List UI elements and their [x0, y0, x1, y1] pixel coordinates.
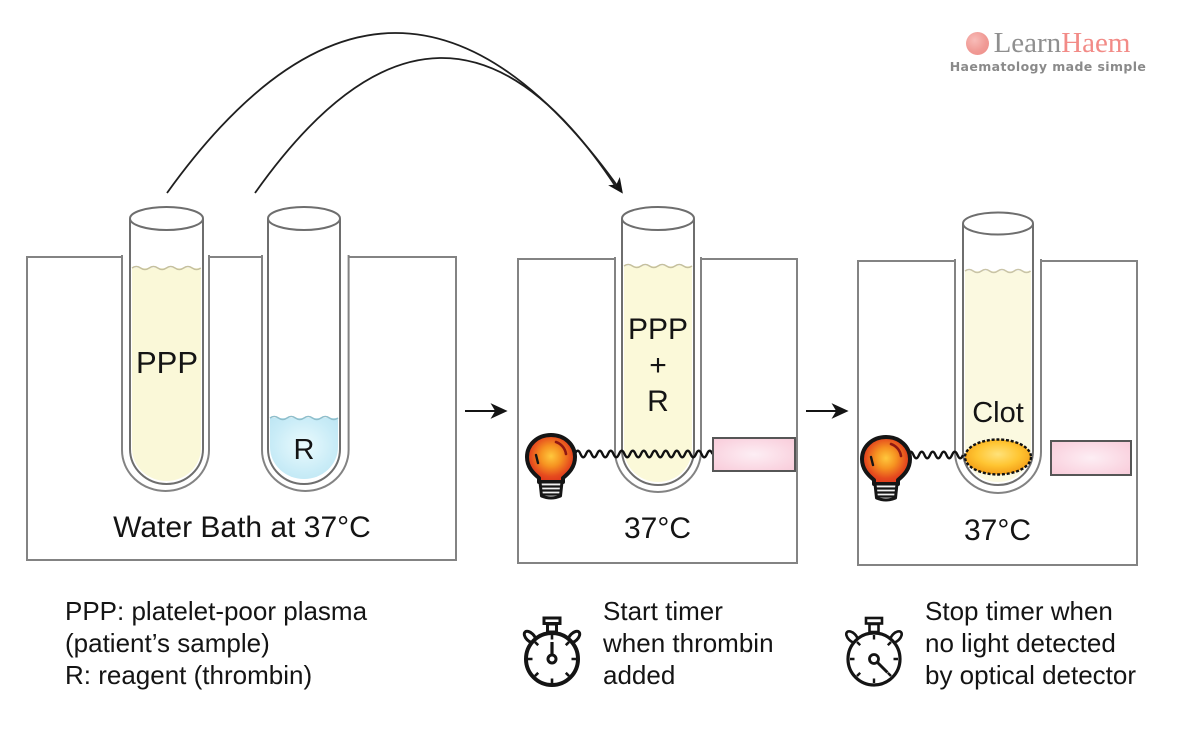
test-tube-mix: [621, 206, 695, 486]
light-beam-squiggle: [906, 450, 965, 460]
mix-tube-label-line: PPP: [627, 313, 689, 346]
test-tube-reagent: [267, 206, 341, 485]
legend-note: PPP: platelet-poor plasma (patient’s sam…: [65, 595, 367, 691]
start-timer-line: Start timer: [603, 596, 723, 626]
light-beam-squiggle: [573, 449, 714, 459]
logo-dot-icon: [965, 31, 989, 55]
reagent-tube-label: R: [293, 434, 315, 466]
mix-tube-label: PPP + R: [598, 312, 718, 420]
test-tube-ppp: [129, 206, 204, 485]
start-timer-line: added: [603, 660, 676, 690]
stop-timer-line: no light detected: [925, 628, 1116, 658]
stopwatch-icon-start: [522, 616, 582, 687]
reagent-liquid: [270, 418, 338, 479]
logo-learn-text: Learn: [993, 27, 1062, 59]
start-timer-note: Start timer when thrombin added: [603, 595, 774, 691]
ppp-tube-label: PPP: [135, 345, 199, 380]
logo-brand: LearnHaem: [994, 28, 1131, 58]
optical-detector: [1050, 440, 1132, 476]
logo-tagline: Haematology made simple: [949, 59, 1147, 74]
test-tube-clot: [962, 211, 1034, 486]
learnhaem-logo: LearnHaem Haematology made simple: [948, 28, 1148, 74]
legend-line: PPP: platelet-poor plasma: [65, 596, 368, 626]
water-bath-1: [26, 206, 457, 561]
stop-timer-line: Stop timer when: [925, 596, 1113, 626]
serum-liquid: [965, 271, 1031, 482]
water-bath-3: [857, 211, 1138, 566]
ppp-liquid: [132, 268, 201, 481]
mix-liquid: [624, 266, 692, 482]
transfer-arrows: [166, 32, 623, 194]
water-bath-2: [517, 206, 798, 564]
water-bath-2-label: 37°C: [623, 512, 692, 545]
clot-blob: [963, 438, 1033, 476]
start-timer-line: when thrombin: [603, 628, 774, 658]
water-bath-1-label: Water Bath at 37°C: [113, 511, 371, 544]
legend-line: (patient’s sample): [65, 628, 270, 658]
clot-label: Clot: [972, 397, 1024, 429]
mix-tube-label-line: R: [647, 385, 669, 418]
optical-detector: [712, 437, 796, 472]
legend-line: R: reagent (thrombin): [65, 660, 313, 690]
logo-haem-text: Haem: [1061, 27, 1131, 59]
transfer-arc-reagent: [254, 57, 617, 194]
stop-timer-note: Stop timer when no light detected by opt…: [925, 595, 1136, 691]
mix-tube-label-line: +: [649, 349, 667, 382]
water-bath-3-label: 37°C: [963, 514, 1032, 547]
transfer-arc-ppp: [166, 32, 623, 194]
stop-timer-line: by optical detector: [925, 660, 1137, 690]
stopwatch-icon-stop: [844, 616, 904, 687]
